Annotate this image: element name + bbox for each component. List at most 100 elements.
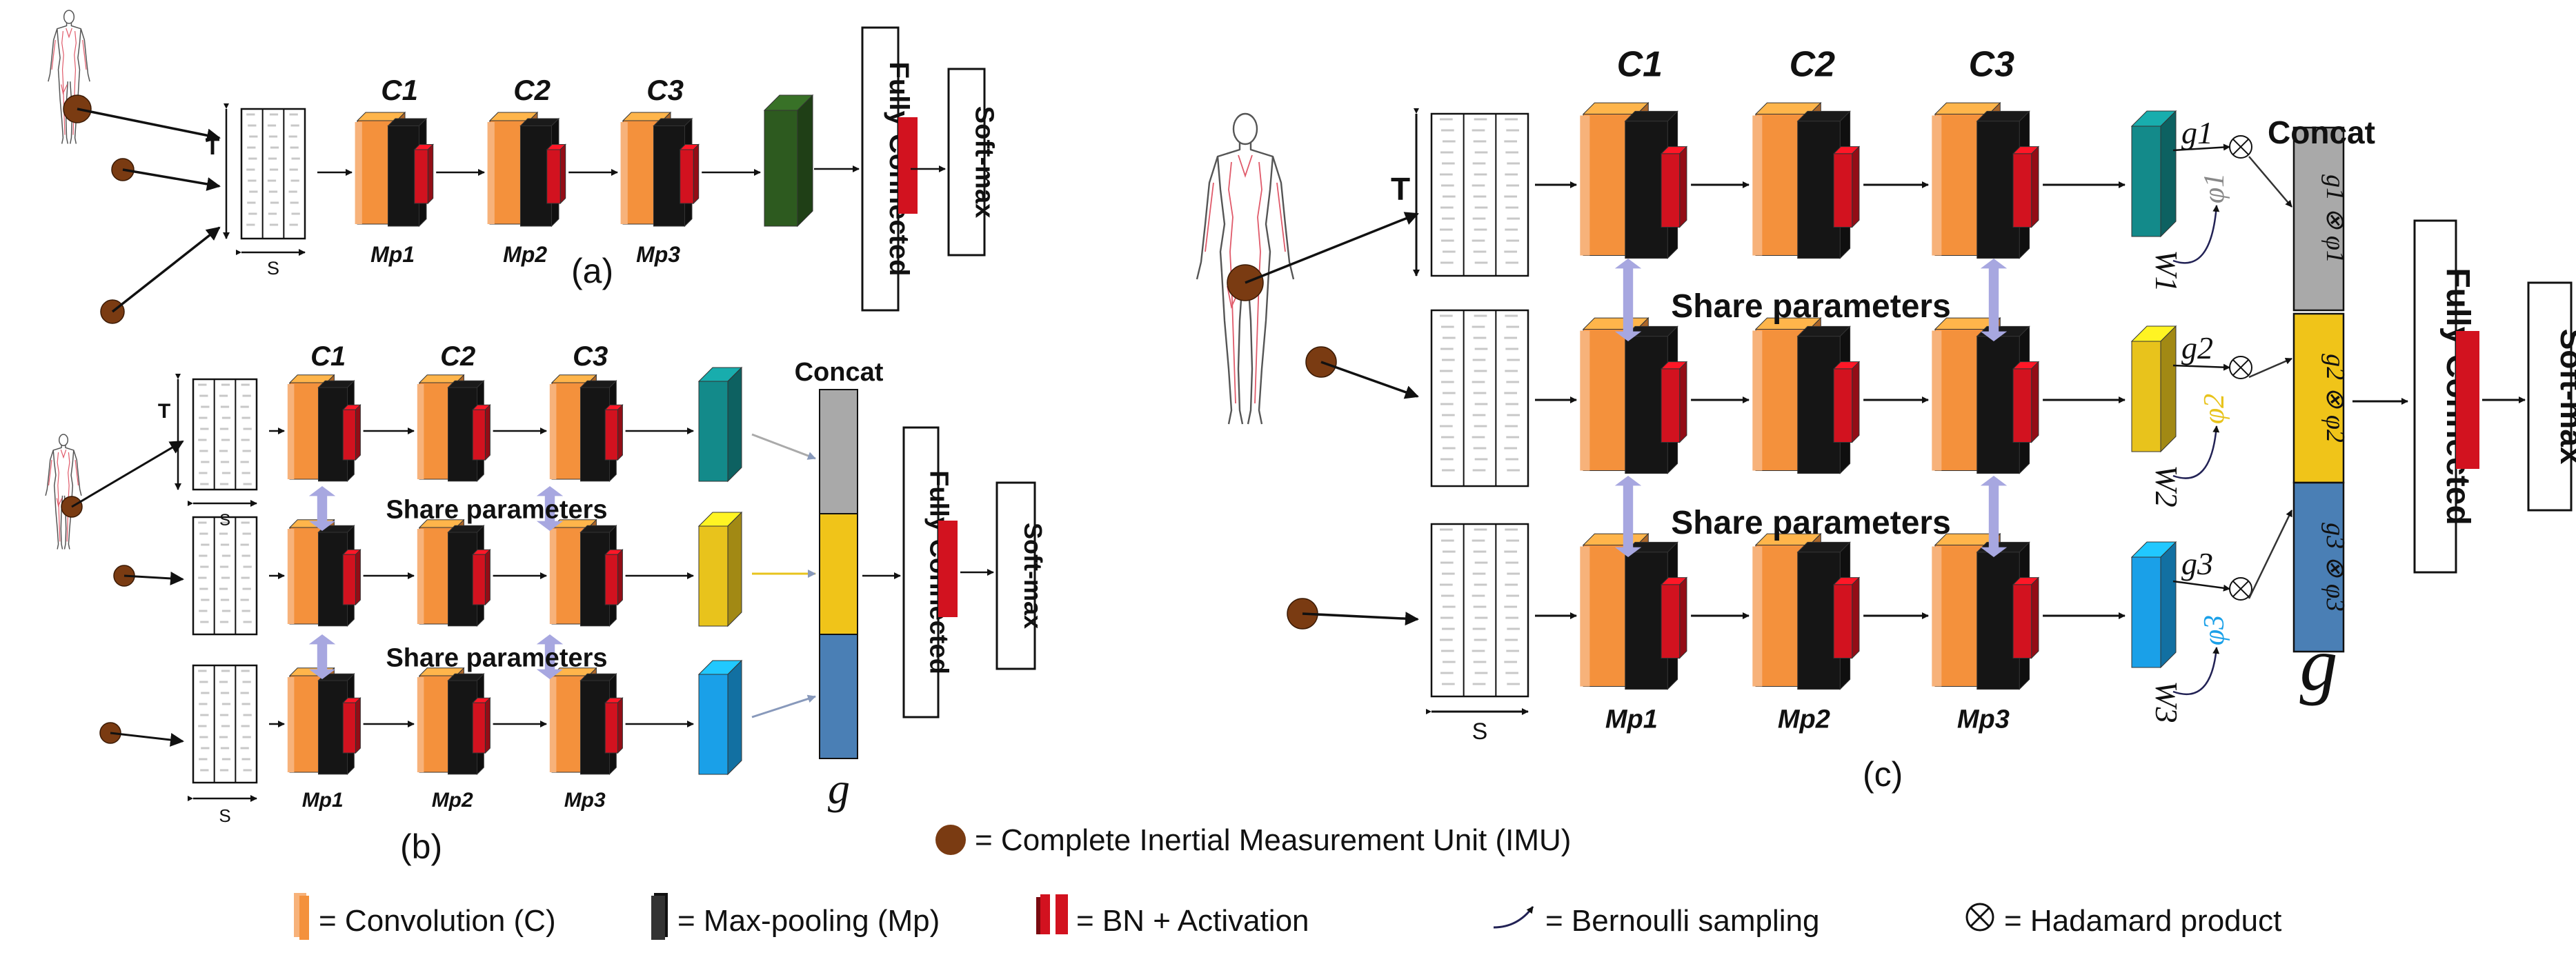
input-grid-c2: [1430, 523, 1529, 698]
softmax-b-label: Soft-max: [1019, 523, 1047, 629]
softmax-c-label: Soft-max: [2554, 329, 2576, 465]
imu-link: [1302, 612, 1419, 626]
pool-label: Mp2: [503, 242, 547, 267]
legend-pool: = Max-pooling (Mp): [677, 904, 940, 938]
imu-link: [111, 226, 221, 313]
caption-b: (b): [400, 827, 442, 866]
pool-label: Mp1: [370, 242, 415, 267]
concat-arrow: [2248, 156, 2292, 208]
share-arrow: [1614, 259, 1642, 341]
caption-c: (c): [1863, 755, 1903, 794]
conv-block-c: [1752, 532, 1861, 690]
fully-connected-b: Fully Connected: [902, 426, 958, 718]
legend-imu: = Complete Inertial Measurement Unit (IM…: [975, 823, 1571, 857]
t-axis-label: T: [206, 134, 220, 160]
imu-link: [1320, 361, 1419, 399]
concat-segment: [819, 634, 858, 759]
conv-block-c: [1580, 101, 1688, 259]
conv-block-c: [1752, 316, 1861, 474]
layer-label: C2: [440, 341, 475, 372]
input-grid-b2: [192, 664, 258, 784]
share-parameters-label: Share parameters: [386, 496, 607, 525]
concat-arrow: [751, 433, 816, 460]
flow-arrow: [2172, 143, 2230, 152]
conv-block-b: [417, 667, 491, 776]
g-label: g: [2300, 622, 2338, 706]
conv-block-a: [355, 111, 434, 228]
g-label: g: [828, 764, 850, 813]
phi-label: φ2: [2199, 394, 2230, 424]
caption-a: (a): [571, 252, 613, 290]
weight-label: W1: [2149, 250, 2184, 292]
concat-segment: [819, 513, 858, 635]
fc-output-bar: [938, 521, 958, 617]
conv-block-b: [287, 519, 361, 627]
concat-segment: [819, 389, 858, 514]
pool-label: Mp3: [636, 242, 680, 267]
legend-bn: = BN + Activation: [1076, 904, 1309, 938]
branch-g-label: g3: [2181, 546, 2213, 581]
s-axis-label: S: [267, 257, 279, 279]
input-grid-c1: [1430, 309, 1529, 487]
softmax-a-label: Soft-max: [969, 106, 998, 219]
feature-vector-c: [2130, 110, 2177, 238]
share-parameters-label: Share parameters: [1671, 288, 1951, 325]
imu-link: [122, 168, 221, 191]
conv-legend-icon: [294, 893, 309, 940]
layer-label: C2: [1790, 45, 1836, 85]
conv-block-b: [549, 519, 624, 627]
layer-label: C1: [310, 341, 346, 372]
layer-label: C2: [513, 74, 551, 106]
imu-legend-icon: [935, 825, 966, 855]
layer-label: C3: [1969, 45, 2015, 85]
legend-hadamard: = Hadamard product: [2004, 904, 2281, 938]
input-grid-c0: [1430, 112, 1529, 277]
concat-label: Concat: [795, 358, 884, 387]
fc-output-bar: [898, 117, 918, 214]
weight-label: W3: [2149, 681, 2184, 723]
fully-connected-c: Fully Connected: [2413, 219, 2479, 574]
t-axis-label: T: [1391, 171, 1410, 207]
conv-block-b: [417, 374, 491, 483]
conv-block-c: [1932, 316, 2040, 474]
bernoulli-arrow: [2172, 205, 2220, 264]
concat-cell-label: g1 ⊗ φ1: [2321, 174, 2350, 263]
branch-g-label: g1: [2181, 115, 2213, 150]
s-axis-label: S: [219, 511, 230, 530]
concat-segment: [2292, 481, 2345, 653]
bernoulli-legend-icon: [1493, 906, 1534, 929]
layer-label: C1: [1617, 45, 1663, 85]
imu-link: [1245, 212, 1419, 284]
human-figure: [48, 10, 90, 144]
input-grid-b1: [192, 516, 258, 636]
phi-label: φ1: [2199, 173, 2230, 203]
concat-segment: [2292, 312, 2345, 484]
conv-block-c: [1932, 101, 2040, 259]
share-parameters-label: Share parameters: [1671, 505, 1951, 541]
conv-block-c: [1932, 532, 2040, 690]
concat-cell-label: g3 ⊗ φ3: [2321, 523, 2350, 612]
share-parameters-label: Share parameters: [386, 644, 607, 673]
concat-cell-label: g2 ⊗ φ2: [2321, 354, 2350, 443]
feature-vector-b: [697, 511, 743, 627]
conv-block-b: [287, 667, 361, 776]
pool-legend-icon: [651, 893, 668, 940]
branch-g-label: g2: [2181, 330, 2213, 365]
softmax-b: Soft-max: [995, 481, 1047, 670]
layer-label: C1: [381, 74, 418, 106]
conv-block-c: [1580, 316, 1688, 474]
feature-vector-b: [697, 366, 743, 483]
conv-block-a: [620, 111, 700, 228]
hadamard-legend-icon: [1965, 903, 1994, 932]
share-arrow: [1980, 259, 2008, 341]
pool-label: Mp3: [1957, 705, 2010, 734]
hadamard-op: [2229, 356, 2252, 379]
bernoulli-arrow: [2172, 647, 2220, 696]
concat-arrow: [2248, 357, 2292, 379]
legend: = Complete Inertial Measurement Unit (IM…: [294, 823, 2281, 940]
share-arrow: [308, 486, 336, 531]
hadamard-op: [2229, 577, 2252, 601]
imu-link: [77, 108, 221, 143]
share-arrow: [536, 634, 564, 679]
